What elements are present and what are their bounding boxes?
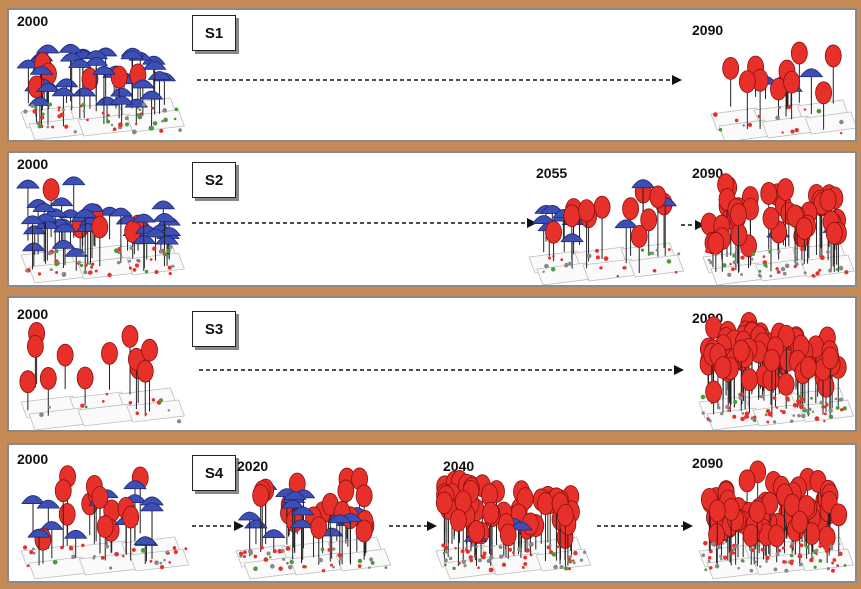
year-end-label: 2090 xyxy=(692,22,724,38)
panel-s3: 2000 S3 2090 xyxy=(7,296,857,432)
transition-arrow xyxy=(192,521,244,531)
year-intermediate-label: 2040 xyxy=(443,458,475,474)
forest-stand-s4-2040 xyxy=(435,470,592,580)
panel-s2: 2000 S2 2055 2090 xyxy=(7,151,857,287)
year-start-label: 2000 xyxy=(17,451,49,467)
forest-stand-s4-2090 xyxy=(698,460,855,580)
transition-arrow xyxy=(199,365,684,375)
forest-stand-s1-2090 xyxy=(710,41,855,140)
scenario-label-s2: S2 xyxy=(192,162,236,198)
year-start-label: 2000 xyxy=(17,156,49,172)
transition-arrow xyxy=(597,521,693,531)
scenario-label-s3: S3 xyxy=(192,311,236,347)
panel-s4: 2000 S4 2020 2040 2090 xyxy=(7,443,857,583)
transition-arrow xyxy=(681,220,705,230)
forest-stand-s2-2000 xyxy=(16,176,185,284)
year-end-label: 2090 xyxy=(692,165,724,181)
year-intermediate-label: 2020 xyxy=(237,458,269,474)
panel-s1: 2000 S1 2090 xyxy=(7,8,857,142)
year-start-label: 2000 xyxy=(17,306,49,322)
scenario-label-s4: S4 xyxy=(192,455,236,491)
forest-stand-s1-2000 xyxy=(16,43,185,140)
year-intermediate-label: 2055 xyxy=(536,165,568,181)
transition-arrow xyxy=(197,75,682,85)
forest-stand-s3-2090 xyxy=(698,311,855,430)
forest-stand-s4-2020 xyxy=(235,467,392,580)
year-end-label: 2090 xyxy=(692,455,724,471)
year-start-label: 2000 xyxy=(17,13,49,29)
transition-arrow xyxy=(389,521,437,531)
scenario-label-s1: S1 xyxy=(192,15,236,51)
transition-arrow xyxy=(192,218,537,228)
forest-stand-s3-2000 xyxy=(19,322,185,430)
forest-stand-s2-2055 xyxy=(528,179,685,285)
forest-stand-s4-2000 xyxy=(20,465,190,580)
forest-stand-s2-2090 xyxy=(700,173,855,285)
